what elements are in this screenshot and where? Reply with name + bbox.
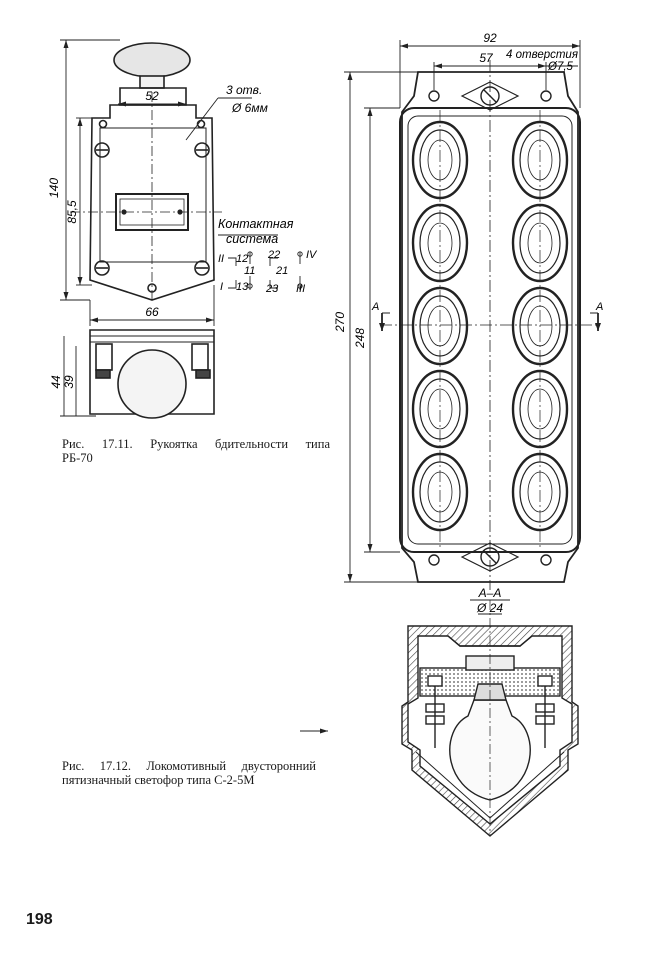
screw-icon	[94, 260, 110, 276]
signal-housing-outer	[401, 71, 579, 583]
lens-inner	[427, 305, 453, 347]
dim-hole-diameter: Ø7,5	[547, 61, 574, 73]
lens-inner	[527, 305, 553, 347]
lens	[519, 295, 561, 357]
dim-39: 39	[62, 375, 76, 389]
dim-140: 140	[47, 178, 61, 198]
contact-IV: IV	[306, 249, 318, 261]
contact-III: III	[296, 283, 305, 295]
dim-52: 52	[145, 89, 159, 103]
lens-ring	[411, 203, 469, 283]
caption-line: РБ-70	[62, 451, 93, 465]
lens-ring	[411, 286, 469, 366]
handle-body	[89, 104, 215, 301]
screw-icon	[194, 142, 210, 158]
lens-inner	[427, 222, 453, 264]
handle-side-view	[89, 329, 215, 415]
dim-270: 270	[333, 312, 347, 333]
lens-inner	[527, 139, 553, 181]
lens	[519, 461, 561, 523]
lens-ring	[511, 369, 569, 449]
dim-248: 248	[353, 328, 367, 349]
contact-23: 23	[265, 283, 279, 295]
dim-diameter-24: Ø 24	[476, 601, 503, 615]
knob-side-view	[117, 349, 187, 419]
lens-inner	[527, 222, 553, 264]
screw-icon	[194, 260, 210, 276]
lens-ring	[511, 452, 569, 532]
lens	[419, 129, 461, 191]
caption-line: Рис. 17.11. Рукоятка бдительности типа	[62, 437, 330, 451]
signal-lenses	[411, 120, 569, 532]
section-mark-left: A	[371, 301, 379, 313]
lens-ring	[411, 120, 469, 200]
dim-44: 44	[49, 375, 63, 389]
dim-92: 92	[483, 31, 497, 45]
screw-icon	[94, 142, 110, 158]
dim-holes-label: 4 отверстия	[506, 49, 578, 61]
lens	[419, 378, 461, 440]
lens-ring	[411, 369, 469, 449]
dim-85-5: 85,5	[65, 200, 79, 224]
lens-inner	[527, 388, 553, 430]
lens	[519, 378, 561, 440]
caption-line: Рис. 17.12. Локомотивный двусторонний	[62, 759, 316, 773]
section-mark-right: A	[595, 301, 603, 313]
section-title: A–A	[478, 586, 502, 600]
label-plate	[115, 193, 189, 231]
contact-I: I	[220, 281, 223, 293]
dim-hole-diameter: Ø 6мм	[231, 101, 268, 115]
lens-inner	[427, 139, 453, 181]
lens-ring	[511, 120, 569, 200]
contact-system-title-2: система	[226, 232, 278, 246]
dim-66: 66	[145, 305, 159, 319]
lens-inner	[427, 388, 453, 430]
contact-II: II	[218, 253, 224, 265]
figure-17-11-caption: Рис. 17.11. Рукоятка бдительности типа Р…	[62, 437, 330, 465]
contact-13: 13	[236, 281, 249, 293]
contact-12: 12	[236, 253, 248, 265]
contact-21: 21	[275, 265, 288, 277]
lens	[419, 461, 461, 523]
lens-inner	[527, 471, 553, 513]
lens-ring	[411, 452, 469, 532]
lens	[519, 212, 561, 274]
dim-holes-label: 3 отв.	[226, 83, 262, 97]
contact-11: 11	[244, 265, 255, 277]
lens-inner	[427, 471, 453, 513]
dim-57: 57	[479, 51, 494, 65]
lens	[419, 295, 461, 357]
lens	[419, 212, 461, 274]
lens-ring	[511, 203, 569, 283]
lens	[519, 129, 561, 191]
lens-ring	[511, 286, 569, 366]
caption-line: пятизначный светофор типа С-2-5М	[62, 773, 255, 787]
figure-17-12-caption: Рис. 17.12. Локомотивный двусторонний пя…	[62, 759, 316, 787]
contact-system-title-1: Контактная	[218, 217, 294, 231]
page-number: 198	[26, 911, 53, 928]
contact-22: 22	[267, 249, 280, 261]
